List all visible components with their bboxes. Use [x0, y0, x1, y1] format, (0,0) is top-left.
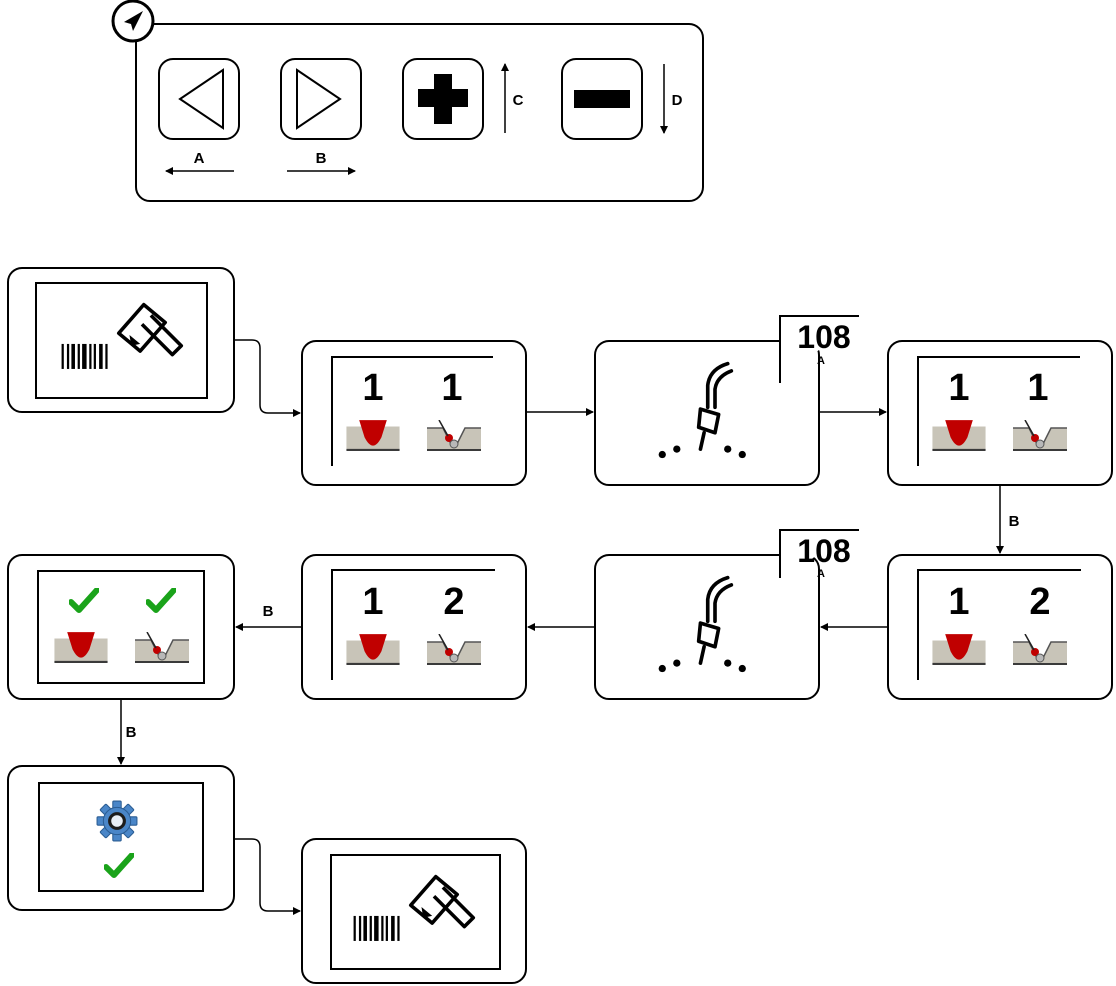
- left-button[interactable]: [158, 58, 240, 140]
- triangle-right-icon: [296, 68, 342, 130]
- joint-count: 1: [441, 367, 462, 409]
- current-unit: A: [817, 568, 825, 580]
- key-label-b: B: [316, 150, 327, 167]
- gear-icon: [96, 800, 138, 842]
- key-label-c: C: [513, 92, 524, 109]
- joint-count: 2: [443, 581, 464, 623]
- weld-count: 1: [948, 367, 969, 409]
- screen-layers-complete: [7, 554, 235, 700]
- connector-scan-to-layer: [234, 339, 301, 417]
- plus-icon: [418, 74, 468, 124]
- plus-button[interactable]: [402, 58, 484, 140]
- transition-label-b: B: [126, 724, 137, 741]
- flow-connectors: [117, 339, 1004, 915]
- weld-count: 1: [948, 581, 969, 623]
- screen-welding-a: 108 A: [594, 315, 859, 486]
- joint-count: 1: [1027, 367, 1048, 409]
- joint-count: 2: [1029, 581, 1050, 623]
- key-label-a: A: [194, 150, 205, 167]
- connector-settings-to-scan: [234, 838, 301, 915]
- minus-button[interactable]: [561, 58, 643, 140]
- screen-layer-1-1-b: 1 1: [887, 340, 1113, 486]
- screen-welding-b: 108 A: [594, 529, 859, 700]
- button-legend: A B C D: [111, 0, 704, 202]
- screen-scan-end: [301, 838, 527, 984]
- key-label-d: D: [672, 92, 683, 109]
- screen-layer-1-2-b: 1 2: [301, 554, 527, 700]
- screen-layer-1-1-a: 1 1: [301, 340, 527, 486]
- minus-icon: [574, 90, 630, 108]
- screen-settings-saved: [7, 765, 235, 911]
- current-value: 108: [797, 319, 850, 355]
- current-unit: A: [817, 355, 825, 367]
- navigation-arrow-icon: [111, 0, 155, 43]
- weld-count: 1: [362, 367, 383, 409]
- triangle-left-icon: [178, 68, 224, 130]
- current-value: 108: [797, 533, 850, 569]
- weld-count: 1: [362, 581, 383, 623]
- screen-layer-1-2-a: 1 2: [887, 554, 1113, 700]
- transition-label-b: B: [1009, 513, 1020, 530]
- screen-scan-start: [7, 267, 235, 413]
- right-button[interactable]: [280, 58, 362, 140]
- transition-label-b: B: [263, 603, 274, 620]
